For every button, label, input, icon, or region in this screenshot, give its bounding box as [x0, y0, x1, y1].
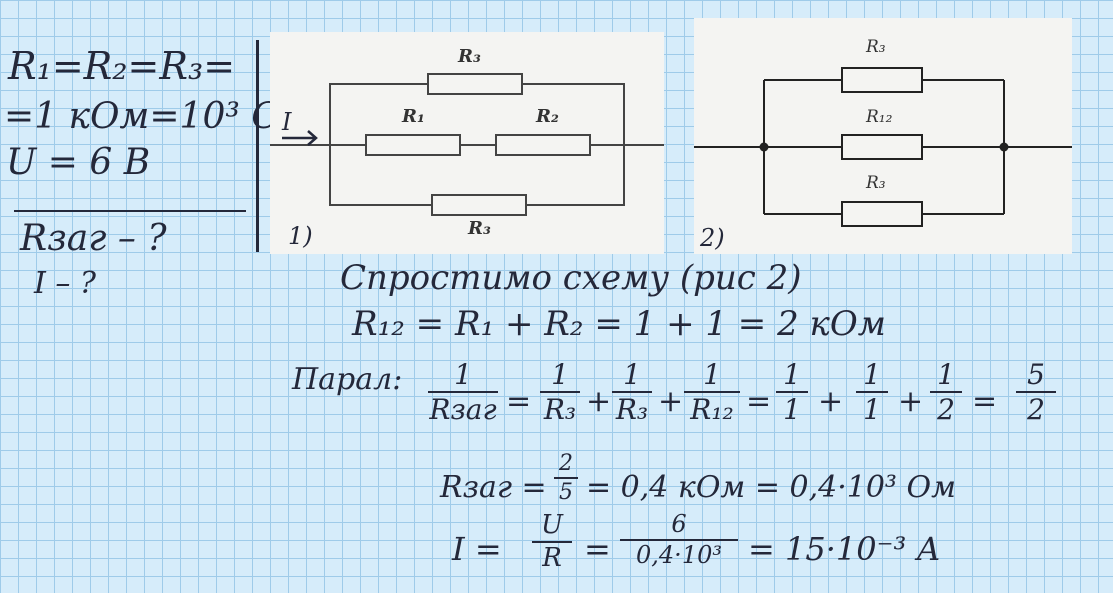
node-right	[999, 142, 1009, 152]
r12-equation: R₁₂ = R₁ + R₂ = 1 + 1 = 2 кОм	[352, 304, 886, 344]
fraction-5: 1 1	[856, 360, 888, 425]
current-fraction-1: U R	[532, 510, 572, 574]
fraction-bar	[684, 391, 740, 394]
given-divider	[14, 210, 246, 212]
fig2-label-r3-top: R₃	[865, 37, 886, 57]
fraction-2-num: 1	[623, 358, 641, 391]
fraction-bar	[930, 391, 962, 394]
current-fraction-1-num: U	[541, 510, 563, 540]
fraction-4: 1 1	[776, 360, 808, 425]
fraction-bar	[856, 391, 888, 394]
fraction-lhs-num: 1	[454, 358, 472, 391]
circuit-figure-1: R₃ R₁ R₂ R₃ I 1)	[270, 32, 664, 254]
rzag-fraction: 2 5	[554, 452, 578, 504]
solution-heading: Спростимо схему (рис 2)	[340, 258, 802, 298]
fig1-label-r3-bottom: R₃	[467, 218, 491, 239]
current-prefix: I =	[452, 530, 502, 568]
circuit-figure-2: R₃ R₁₂ R₃ 2)	[694, 18, 1072, 254]
current-result: = 15·10⁻³ А	[748, 530, 941, 568]
find-line-1: Rзаг – ?	[20, 218, 167, 259]
fraction-2-den: R₃	[615, 393, 649, 427]
fraction-7-num: 5	[1027, 358, 1045, 391]
fraction-4-den: 1	[783, 393, 801, 427]
fraction-bar	[1016, 391, 1056, 394]
fraction-bar	[532, 541, 572, 544]
fraction-1-num: 1	[551, 358, 569, 391]
given-line-3: U = 6 В	[6, 142, 151, 183]
plus-sign: +	[818, 384, 844, 419]
fraction-3: 1 R₁₂	[684, 360, 740, 425]
fraction-3-num: 1	[703, 358, 721, 391]
eq-sign: =	[746, 384, 772, 419]
rzag-prefix: Rзаг =	[440, 470, 547, 505]
fraction-bar	[540, 391, 580, 394]
fraction-4-num: 1	[783, 358, 801, 391]
find-line-2: I – ?	[34, 266, 97, 301]
rzag-fraction-den: 5	[559, 480, 573, 506]
eq-sign: =	[506, 384, 532, 419]
fraction-3-den: R₁₂	[690, 393, 734, 427]
fraction-5-den: 1	[863, 393, 881, 427]
current-fraction-2: 6 0,4·10³	[620, 510, 738, 570]
fraction-7: 5 2	[1016, 360, 1056, 425]
fig2-label-r12: R₁₂	[865, 107, 893, 127]
eq-sign: =	[584, 530, 611, 568]
plus-sign: +	[586, 384, 612, 419]
given-vertical-line	[256, 40, 259, 252]
fig1-current-label: I	[281, 108, 292, 136]
fraction-bar	[776, 391, 808, 394]
given-line-1: R₁=R₂=R₃=	[8, 44, 236, 88]
given-line-2: =1 кОм=10³ Ом	[4, 96, 311, 137]
fraction-bar	[620, 539, 738, 542]
fraction-6: 1 2	[930, 360, 962, 425]
fraction-7-den: 2	[1027, 393, 1045, 427]
current-fraction-1-den: R	[542, 543, 562, 574]
node-left	[759, 142, 769, 152]
fig1-label-r1: R₁	[401, 106, 425, 127]
fig2-label-r3-bottom: R₃	[865, 173, 886, 193]
fraction-2: 1 R₃	[612, 360, 652, 425]
rzag-result: = 0,4 кОм = 0,4·10³ Ом	[586, 470, 956, 505]
eq-sign: =	[972, 384, 998, 419]
current-fraction-2-den: 0,4·10³	[636, 541, 722, 570]
circuit-1-diagram: R₃ R₁ R₂ R₃ I 1)	[270, 46, 664, 250]
fraction-6-num: 1	[937, 358, 955, 391]
fraction-lhs-den: Rзаг	[429, 393, 497, 427]
current-fraction-2-num: 6	[671, 510, 687, 538]
fraction-5-num: 1	[863, 358, 881, 391]
parallel-label: Парал:	[292, 362, 403, 397]
circuit-2-diagram: R₃ R₁₂ R₃ 2)	[694, 37, 1072, 252]
fraction-lhs: 1 Rзаг	[428, 360, 498, 425]
fraction-bar	[612, 391, 652, 394]
fraction-bar	[554, 477, 578, 480]
fraction-1-den: R₃	[543, 393, 577, 427]
fig1-label-r2: R₂	[535, 106, 559, 127]
fig1-label-r3-top: R₃	[457, 46, 481, 67]
rzag-fraction-num: 2	[559, 451, 573, 476]
plus-sign: +	[898, 384, 924, 419]
fig1-number: 1)	[288, 222, 313, 250]
plus-sign: +	[658, 384, 684, 419]
fraction-6-den: 2	[937, 393, 955, 427]
fig2-number: 2)	[699, 224, 725, 252]
fraction-1: 1 R₃	[540, 360, 580, 425]
fraction-bar	[428, 391, 498, 394]
